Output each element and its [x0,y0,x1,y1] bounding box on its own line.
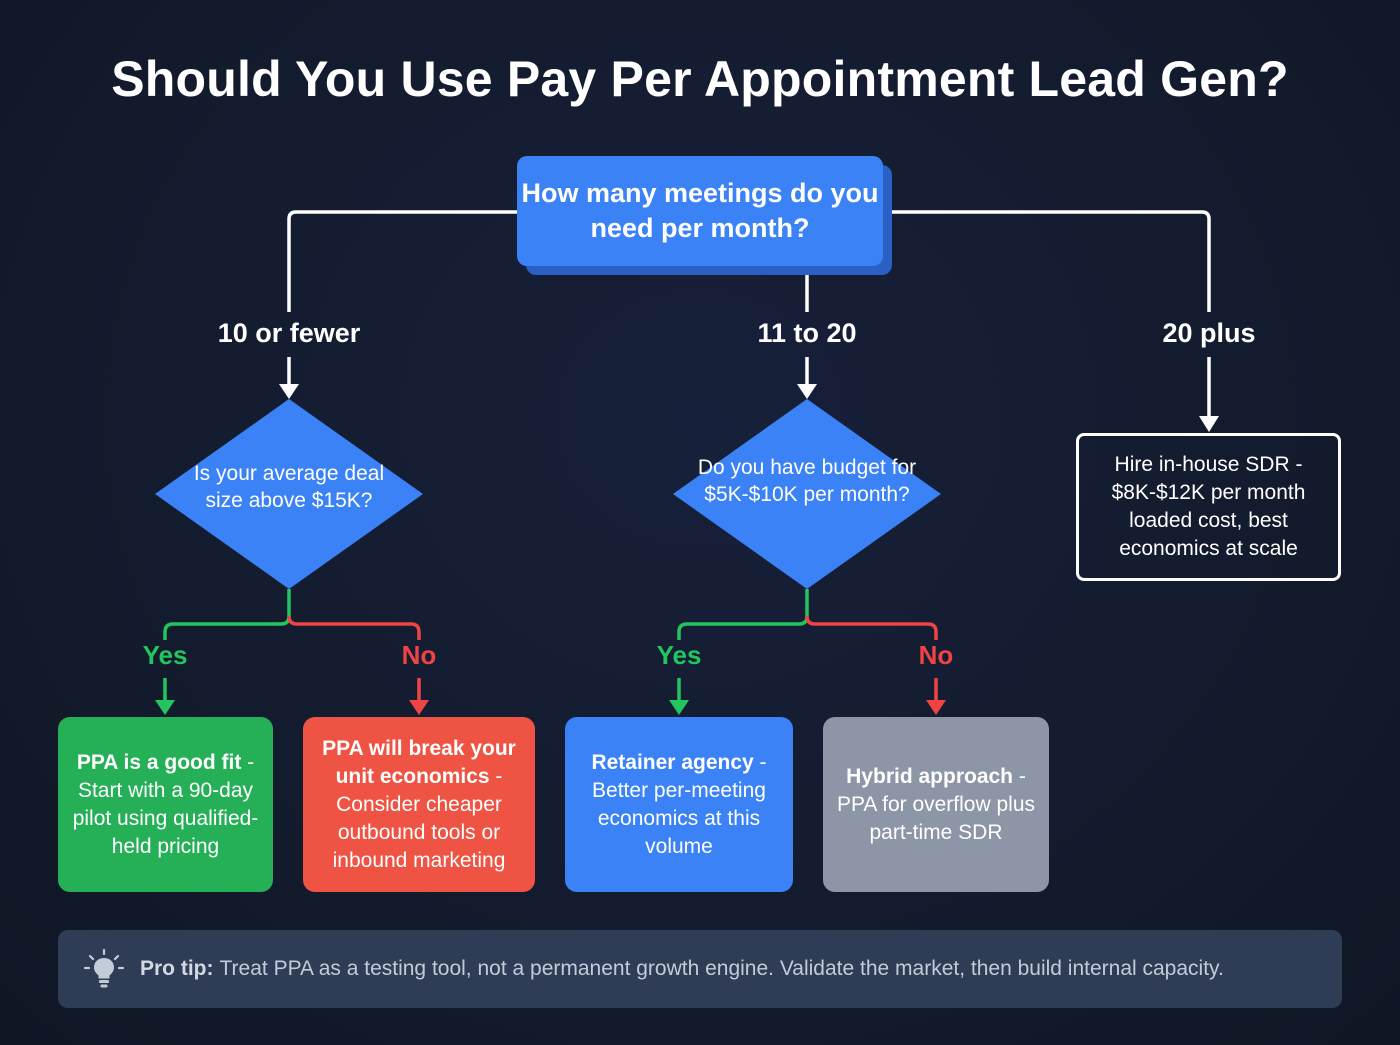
connector-left-yes [163,589,291,640]
answer-middle-yes: Yes [656,640,702,670]
outcome-left-no: PPA will break your unit economics - Con… [303,717,535,892]
diamond-left-shape [155,399,423,589]
connector-left-no [287,615,421,640]
outcome-middle-no: Hybrid approach - PPA for overflow plus … [823,717,1049,892]
pro-tip-text: Treat PPA as a testing tool, not a perma… [219,957,1224,980]
connector-middle-yes [677,589,809,640]
outcome-middle-yes-detail: - Better per-meeting economics at this v… [592,750,767,858]
arrow-middle-diamond [797,357,817,399]
answer-left-no: No [401,640,437,670]
connector-to-left-branch [287,210,517,312]
branch-label-left: 10 or fewer [217,318,361,348]
branch-label-right: 20 plus [1162,318,1256,348]
connector-to-right-branch [883,210,1211,312]
arrow-right-box [1199,357,1219,432]
diamond-middle-text: Do you have budget for $5K-$10K per mont… [697,456,917,506]
arrow-left-diamond [279,357,299,399]
question-box: How many meetings do you need per month? [517,156,883,266]
page-title: Should You Use Pay Per Appointment Lead … [111,51,1289,107]
outcome-left-yes-title: PPA is a good fit [76,750,242,774]
outcome-left-yes: PPA is a good fit - Start with a 90-day … [58,717,273,892]
outcome-right: Hire in-house SDR - $8K-$12K per month l… [1076,433,1341,581]
outcome-middle-yes: Retainer agency - Better per-meeting eco… [565,717,793,892]
outcome-left-no-title: PPA will break your unit economics [322,736,516,788]
pro-tip-banner: Pro tip: Treat PPA as a testing tool, no… [58,930,1342,1008]
outcome-middle-yes-title: Retainer agency [591,750,754,774]
diamond-left-text: Is your average deal size above $15K? [193,462,385,512]
branch-label-middle: 11 to 20 [757,318,857,348]
lightbulb-icon [83,948,125,988]
pro-tip-label: Pro tip: [140,957,214,980]
arrow-left-yes [155,678,175,715]
outcome-left-no-detail: - Consider cheaper outbound tools or inb… [332,764,506,872]
answer-middle-no: No [918,640,954,670]
diamond-middle-shape [673,399,941,589]
connector-middle-no [805,615,938,640]
arrow-middle-yes [669,678,689,715]
outcome-middle-no-detail: - PPA for overflow plus part-time SDR [836,764,1036,844]
arrow-middle-no [926,678,946,715]
answer-left-yes: Yes [142,640,188,670]
arrow-left-no [409,678,429,715]
outcome-left-yes-detail: - Start with a 90-day pilot using qualif… [72,750,259,858]
outcome-middle-no-title: Hybrid approach [846,764,1014,788]
